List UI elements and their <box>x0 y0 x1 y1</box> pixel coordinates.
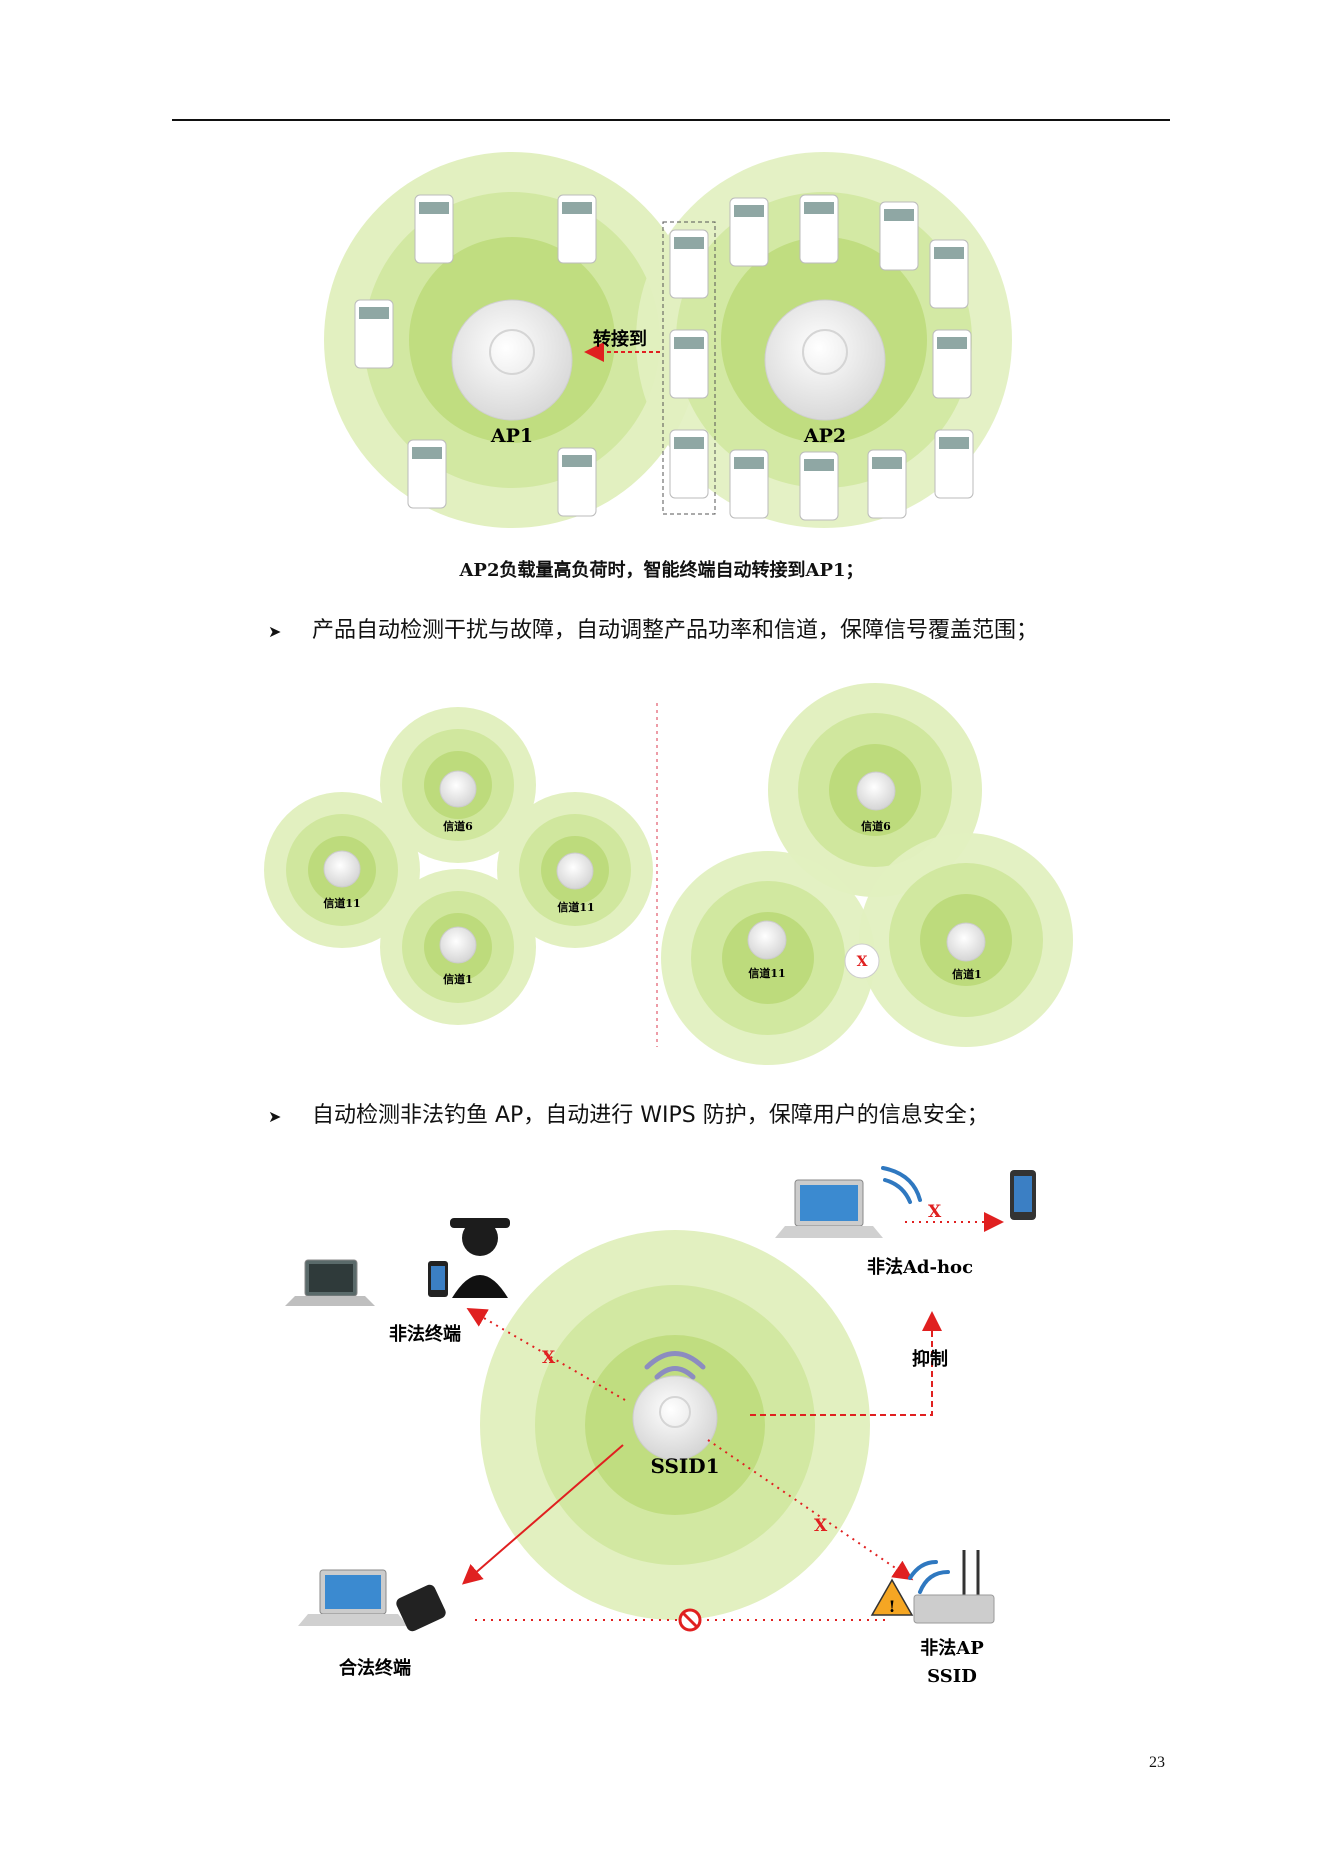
hacker-icon <box>462 1220 498 1256</box>
left-channel-label-3: 信道11 <box>557 900 594 914</box>
ap1-device-icon <box>451 299 573 421</box>
right-channel-label-3: 信道1 <box>952 967 982 981</box>
adhoc-devices <box>775 1166 1036 1238</box>
bullet-text-1: 产品自动检测干扰与故障，自动调整产品功率和信道，保障信号覆盖范围； <box>312 618 1039 643</box>
bullet-text-2: 自动检测非法钓鱼 AP，自动进行 WIPS 防护，保障用户的信息安全； <box>312 1103 989 1128</box>
illegal-terminal-devices <box>285 1218 510 1306</box>
suppress-label: 抑制 <box>912 1349 948 1370</box>
left-channel-label-2: 信道11 <box>323 896 360 910</box>
blocked-link-illegal-terminal <box>466 1307 626 1401</box>
bullet-item-2: ➤ 自动检测非法钓鱼 AP，自动进行 WIPS 防护，保障用户的信息安全； <box>268 1097 989 1129</box>
blocked-link-illegal-ap <box>707 1439 914 1581</box>
illegal-terminal-label: 非法终端 <box>389 1323 461 1345</box>
adhoc-wifi-icon <box>881 1166 922 1204</box>
ap1-label: AP1 <box>490 425 533 447</box>
right-ap-icons <box>747 771 986 962</box>
figure-wips: SSID1 非法终端 X X 非法Ad-hoc 抑制 合法终端 X <box>285 1166 1036 1687</box>
figure1-caption: AP2负载量高负荷时，智能终端自动转接到AP1； <box>459 560 864 581</box>
header-rule <box>172 119 1170 121</box>
warning-icon <box>870 1578 914 1616</box>
conflict-marker <box>844 943 880 979</box>
left-ap-icons <box>323 770 594 964</box>
ap2-device-icon <box>764 299 886 421</box>
illegal-ap-devices: ! <box>870 1550 995 1624</box>
right-channel-label-2: 信道11 <box>748 966 785 980</box>
suppress-path <box>750 1311 942 1416</box>
page-number: 23 <box>1149 1754 1165 1771</box>
illegal-ap-label: 非法AP <box>920 1637 984 1659</box>
illegal-ap-ssid-label: SSID <box>927 1666 977 1687</box>
illegal-ap-wifi-icon <box>908 1560 950 1594</box>
figure-ap-handover: AP1 AP2 转接到 <box>324 152 1012 528</box>
handover-group-box <box>662 221 716 515</box>
legal-terminal-devices <box>298 1569 446 1632</box>
block-mark-3: X <box>814 1516 828 1536</box>
conflict-mark: X <box>857 954 868 970</box>
ssid-ap-icon <box>632 1375 718 1461</box>
right-cells <box>661 683 1073 1065</box>
bullet-item-1: ➤ 产品自动检测干扰与故障，自动调整产品功率和信道，保障信号覆盖范围； <box>268 612 1038 644</box>
bullet-arrow-icon: ➤ <box>268 622 282 641</box>
ap2-label: AP2 <box>803 425 846 447</box>
svg-text:!: ! <box>888 1597 895 1616</box>
block-mark-1: X <box>542 1348 556 1368</box>
right-channel-label-1: 信道6 <box>861 819 891 833</box>
illegal-adhoc-label: 非法Ad-hoc <box>867 1256 973 1278</box>
legal-link-arrow <box>461 1444 624 1585</box>
bullet-arrow-icon: ➤ <box>268 1107 282 1126</box>
legal-terminal-label: 合法终端 <box>339 1657 411 1679</box>
left-channel-label-4: 信道1 <box>443 972 473 986</box>
handover-label: 转接到 <box>593 328 647 350</box>
ssid-label: SSID1 <box>650 1454 719 1478</box>
figure-channel-adjust: 信道6 信道11 信道11 信道1 X 信道6 信道11 信道1 <box>264 683 1073 1065</box>
left-channel-label-1: 信道6 <box>443 819 473 833</box>
wifi-icon <box>644 1351 706 1380</box>
block-mark-2: X <box>928 1202 942 1222</box>
